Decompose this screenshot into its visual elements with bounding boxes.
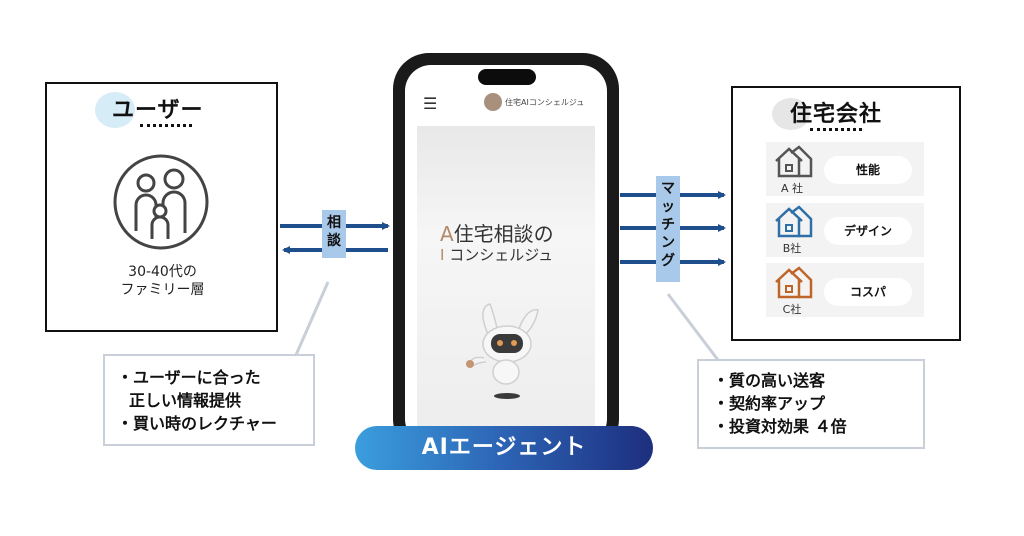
house-icon-c (775, 266, 813, 299)
user-benefit-1-cont: 正しい情報提供 (129, 391, 242, 410)
user-title-highlight (95, 92, 135, 128)
company-label-b: B社 (782, 242, 802, 255)
robot-mascot-icon (466, 303, 539, 399)
phone-notch (478, 69, 536, 85)
hero-accent-i: I (440, 246, 445, 264)
company-label-c: C社 (782, 303, 802, 316)
pointer-user-benefits (294, 281, 330, 356)
robot-logo-icon (484, 93, 502, 111)
house-icon-a (775, 145, 813, 178)
company-feature-c: コスパ (824, 278, 912, 306)
user-caption-line2: ファミリー層 (120, 282, 205, 298)
company-benefits-box: ・質の高い送客 ・契約率アップ ・投資対効果 ４倍 (697, 359, 925, 449)
hero-line1: A住宅相談の (440, 218, 554, 247)
family-icon (113, 154, 209, 250)
app-name: 住宅AIコンシェルジュ (505, 98, 585, 107)
hero-line1-text: 住宅相談の (453, 222, 554, 246)
company-benefit-2: ・契約率アップ (713, 394, 826, 413)
matching-char-3: チ (661, 217, 675, 233)
hero-line2-text: コンシェルジュ (449, 246, 554, 264)
user-benefit-1: ・ユーザーに合った (117, 368, 261, 387)
hero-line2: I コンシェルジュ (440, 244, 553, 265)
company-title: 住宅会社 (790, 101, 883, 127)
user-caption: 30-40代の ファミリー層 (70, 263, 255, 299)
matching-char-2: ッ (661, 199, 675, 215)
company-label-a: A 社 (780, 182, 804, 195)
pointer-company-benefits (666, 293, 720, 361)
company-benefit-1: ・質の高い送客 (713, 371, 826, 390)
matching-tag: マ ッ チ ン グ (656, 176, 680, 282)
user-benefits-box: ・ユーザーに合った 正しい情報提供 ・買い時のレクチャー (103, 354, 315, 446)
matching-char-1: マ (661, 181, 675, 197)
company-benefit-3: ・投資対効果 ４倍 (713, 417, 847, 436)
hamburger-menu-icon[interactable]: ☰ (423, 94, 438, 113)
user-title-underline (140, 124, 192, 127)
user-title: ユーザー (112, 97, 204, 123)
consult-char-1: 相 (327, 215, 341, 231)
company-title-underline (810, 128, 862, 131)
company-title-highlight (772, 98, 810, 130)
matching-char-4: ン (661, 235, 675, 251)
consult-tag: 相 談 (322, 210, 346, 258)
user-benefit-2: ・買い時のレクチャー (117, 414, 277, 433)
company-feature-b: デザイン (824, 217, 912, 245)
house-icon-b (775, 205, 813, 238)
company-feature-a: 性能 (824, 156, 912, 184)
user-caption-line1: 30-40代の (128, 264, 197, 280)
matching-char-5: グ (661, 253, 675, 269)
ai-agent-banner: AIエージェント (355, 426, 653, 470)
hero-accent-a: A (440, 222, 454, 246)
consult-char-2: 談 (327, 233, 341, 249)
